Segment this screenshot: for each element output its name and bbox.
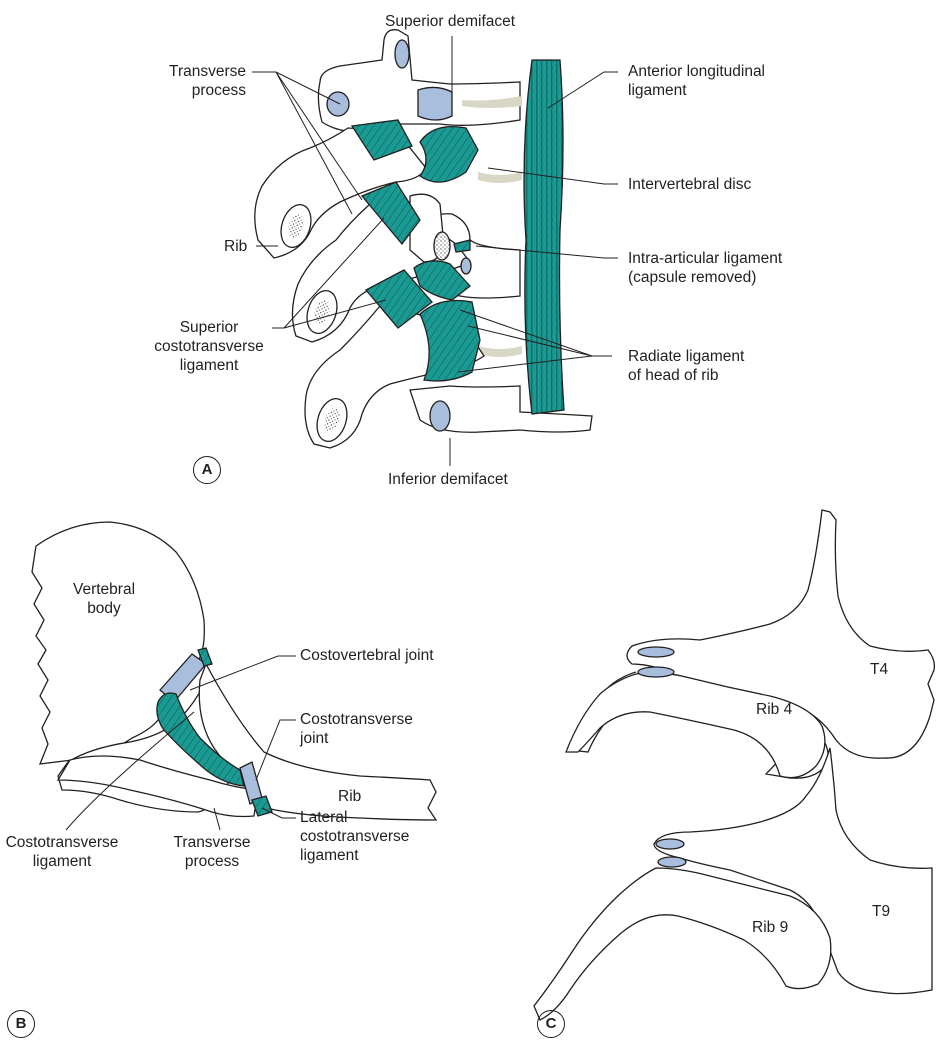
superior-demifacet-upper	[418, 87, 452, 120]
rib-9-body	[534, 868, 831, 1020]
label-rib-4: Rib 4	[756, 700, 792, 719]
label-inferior-demifacet: Inferior demifacet	[388, 470, 508, 489]
label-costovertebral-joint: Costovertebral joint	[300, 646, 434, 665]
panel-a-drawing	[255, 30, 592, 448]
inferior-demifacet-shape	[430, 401, 450, 431]
radiate-lig-1	[420, 127, 478, 183]
panel-a-marker: A	[193, 456, 221, 484]
panel-c-drawing	[534, 510, 934, 1020]
label-transverse-process: Transverse process	[150, 62, 246, 100]
label-radiate-ligament: Radiate ligament of head of rib	[628, 347, 744, 385]
t4-facet-lower	[638, 667, 674, 677]
anterior-longitudinal-ligament	[524, 60, 564, 414]
t9-facet-lower	[658, 857, 686, 867]
intra-articular-facet	[461, 258, 471, 274]
label-superior-costotransverse-ligament: Superior costotransverse ligament	[150, 318, 268, 375]
panel-c-marker: C	[537, 1010, 565, 1038]
label-intra-articular-ligament: Intra-articular ligament (capsule remove…	[628, 249, 782, 287]
disc-shading-lower	[478, 346, 522, 357]
tp-2-section	[434, 232, 450, 260]
label-costotransverse-ligament: Costotransverse ligament	[2, 833, 122, 871]
label-vertebral-body: Vertebral body	[60, 580, 148, 618]
radiate-lig-3	[420, 301, 480, 382]
label-transverse-process-b: Transverse process	[162, 833, 262, 871]
label-rib-a: Rib	[224, 237, 247, 256]
label-intervertebral-disc: Intervertebral disc	[628, 175, 751, 194]
label-rib-9: Rib 9	[752, 918, 788, 937]
label-superior-demifacet: Superior demifacet	[385, 12, 515, 31]
label-rib-b: Rib	[338, 787, 361, 806]
superior-demifacet-shape	[395, 40, 409, 68]
label-anterior-longitudinal-ligament: Anterior longitudinal ligament	[628, 62, 765, 100]
tp-facet-upper	[327, 92, 349, 116]
t4-facet-upper	[638, 647, 674, 657]
label-costotransverse-joint: Costotransverse joint	[300, 710, 413, 748]
label-t9: T9	[872, 902, 890, 921]
t9-facet-upper	[656, 839, 684, 849]
disc-shading-middle	[478, 172, 522, 183]
panel-b-marker: B	[7, 1010, 35, 1038]
label-lateral-costotransverse-ligament: Lateral costotransverse ligament	[300, 808, 409, 865]
panel-b-drawing	[32, 522, 436, 820]
label-t4: T4	[870, 660, 888, 679]
